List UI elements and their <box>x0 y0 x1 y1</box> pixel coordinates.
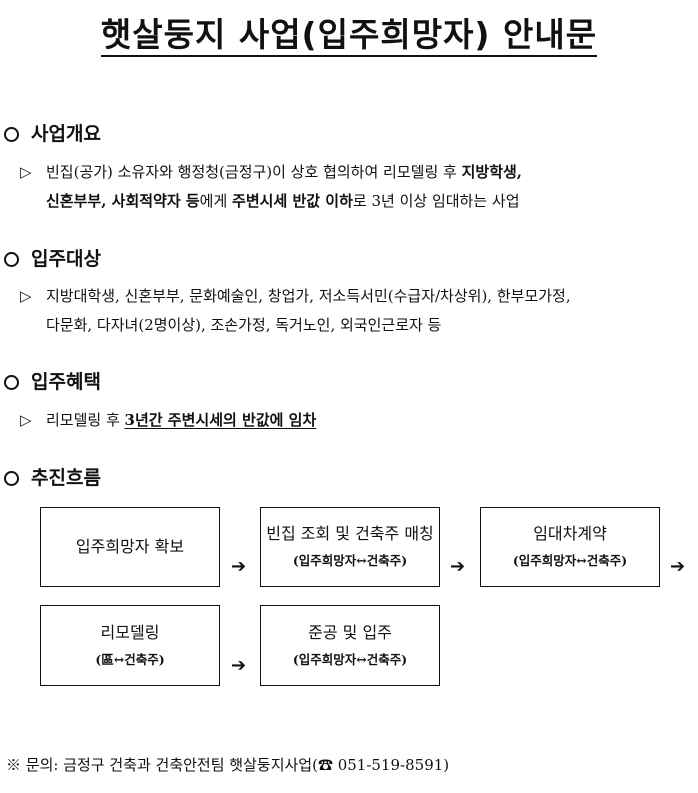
flow-step-4: 리모델링 (區↔건축주) <box>40 605 220 686</box>
circle-bullet-icon <box>4 251 19 267</box>
triangle-bullet-icon: ▷ <box>20 287 32 305</box>
circle-bullet-icon <box>4 126 19 142</box>
right-arrow-icon: ➔ <box>231 556 247 577</box>
section-heading-process: 추진흐름 <box>4 466 101 490</box>
page-title: 햇살둥지 사업(입주희망자) 안내문 <box>0 14 698 57</box>
right-arrow-icon: ➔ <box>450 556 466 577</box>
section-heading-overview: 사업개요 <box>4 122 101 146</box>
triangle-bullet-icon: ▷ <box>20 163 32 181</box>
section-heading-benefit: 입주혜택 <box>4 370 101 394</box>
right-arrow-icon: ➔ <box>670 556 686 577</box>
flow-step-3: 임대차계약 (입주희망자↔건축주) <box>480 507 660 587</box>
triangle-bullet-icon: ▷ <box>20 411 32 429</box>
flow-step-5: 준공 및 입주 (입주희망자↔건축주) <box>260 605 440 686</box>
contact-footer: ※ 문의: 금정구 건축과 건축안전팀 햇살둥지사업(☎ 051-519-859… <box>6 756 450 774</box>
section-heading-target: 입주대상 <box>4 247 101 271</box>
circle-bullet-icon <box>4 374 19 390</box>
overview-paragraph: ▷빈집(공가) 소유자와 행정청(금정구)이 상호 협의하여 리모델링 후 지방… <box>20 158 696 216</box>
circle-bullet-icon <box>4 470 19 486</box>
benefit-highlight: 3년간 주변시세의 반값에 임차 <box>124 411 317 429</box>
flow-step-2: 빈집 조회 및 건축주 매칭 (입주희망자↔건축주) <box>260 507 440 587</box>
target-paragraph: ▷지방대학생, 신혼부부, 문화예술인, 창업가, 저소득서민(수급자/차상위)… <box>20 282 696 340</box>
flow-step-1: 입주희망자 확보 <box>40 507 220 587</box>
benefit-paragraph: ▷리모델링 후 3년간 주변시세의 반값에 임차 <box>20 406 696 435</box>
right-arrow-icon: ➔ <box>231 655 247 676</box>
